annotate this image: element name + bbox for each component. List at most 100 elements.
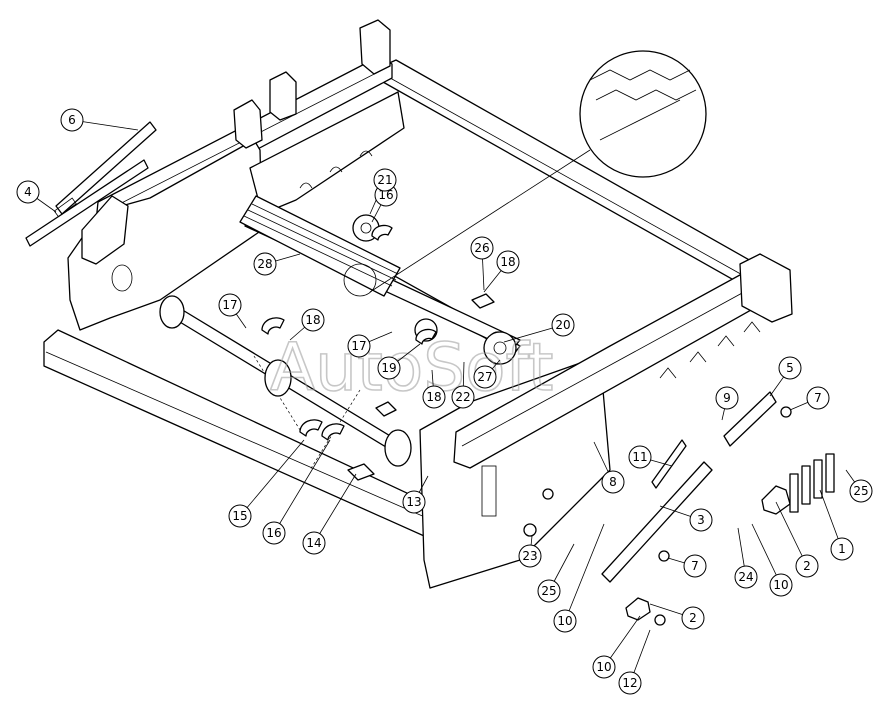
callout-circle bbox=[228, 504, 252, 528]
callout-10: 10 bbox=[769, 573, 793, 597]
callout-number: 17 bbox=[222, 298, 237, 312]
callout-13: 13 bbox=[402, 490, 426, 514]
callout-number: 9 bbox=[723, 391, 731, 405]
callout-number: 21 bbox=[377, 173, 392, 187]
callout-circle bbox=[551, 313, 575, 337]
half-ring-clamps bbox=[261, 224, 495, 481]
callout-10: 10 bbox=[553, 609, 577, 633]
callout-12: 12 bbox=[618, 671, 642, 695]
callout-18: 18 bbox=[301, 308, 325, 332]
callout-8: 8 bbox=[601, 470, 625, 494]
callout-number: 28 bbox=[257, 257, 272, 271]
callout-number: 19 bbox=[381, 361, 396, 375]
callout-circle bbox=[830, 537, 854, 561]
watermark: AutoSoft bbox=[270, 329, 553, 406]
callout-10: 10 bbox=[592, 655, 616, 679]
callout-circle bbox=[618, 671, 642, 695]
callout-circle bbox=[769, 573, 793, 597]
callout-23: 23 bbox=[518, 544, 542, 568]
callout-circle bbox=[347, 334, 371, 358]
callout-number: 1 bbox=[838, 542, 846, 556]
detail-magnifier bbox=[343, 50, 707, 297]
callout-leader bbox=[273, 439, 331, 534]
callout-circle bbox=[683, 554, 707, 578]
callout-circle bbox=[262, 521, 286, 545]
callout-15: 15 bbox=[228, 504, 252, 528]
callout-27: 27 bbox=[473, 365, 497, 389]
callout-number: 18 bbox=[305, 313, 320, 327]
callout-number: 2 bbox=[803, 559, 811, 573]
callout-16: 16 bbox=[262, 521, 286, 545]
callout-7: 7 bbox=[806, 386, 830, 410]
callout-number: 24 bbox=[738, 570, 753, 584]
callout-circle bbox=[806, 386, 830, 410]
frame-assembly bbox=[43, 19, 793, 589]
callout-number: 15 bbox=[232, 509, 247, 523]
callout-number: 7 bbox=[814, 391, 822, 405]
callout-circle bbox=[253, 252, 277, 276]
callout-circle bbox=[715, 386, 739, 410]
callout-circle bbox=[734, 565, 758, 589]
callout-number: 4 bbox=[24, 185, 32, 199]
callout-number: 27 bbox=[477, 370, 492, 384]
callout-circle bbox=[628, 445, 652, 469]
callout-number: 25 bbox=[853, 484, 868, 498]
callout-circle bbox=[681, 606, 705, 630]
side-parts bbox=[523, 391, 835, 626]
callout-9: 9 bbox=[715, 386, 739, 410]
callout-circle bbox=[849, 479, 873, 503]
callout-number: 6 bbox=[68, 113, 76, 127]
callout-11: 11 bbox=[628, 445, 652, 469]
callout-circle bbox=[451, 385, 475, 409]
callout-circle bbox=[373, 168, 397, 192]
callout-2: 2 bbox=[681, 606, 705, 630]
callout-number: 12 bbox=[622, 676, 637, 690]
callout-number: 16 bbox=[266, 526, 281, 540]
callout-leader bbox=[239, 439, 305, 517]
callout-24: 24 bbox=[734, 565, 758, 589]
callout-26: 26 bbox=[470, 236, 494, 260]
callout-leader bbox=[775, 501, 808, 567]
callout-3: 3 bbox=[689, 508, 713, 532]
callout-18: 18 bbox=[422, 385, 446, 409]
callout-17: 17 bbox=[347, 334, 371, 358]
callout-circle bbox=[377, 356, 401, 380]
callout-number: 3 bbox=[697, 513, 705, 527]
callout-20: 20 bbox=[551, 313, 575, 337]
callout-number: 10 bbox=[557, 614, 572, 628]
callout-circle bbox=[795, 554, 819, 578]
callout-circle bbox=[496, 250, 520, 274]
callout-number: 13 bbox=[406, 495, 421, 509]
callout-number: 7 bbox=[691, 559, 699, 573]
callout-number: 18 bbox=[426, 390, 441, 404]
callout-circle bbox=[778, 356, 802, 380]
callout-number: 8 bbox=[609, 475, 617, 489]
callout-19: 19 bbox=[377, 356, 401, 380]
callout-circle bbox=[689, 508, 713, 532]
callout-leader bbox=[564, 523, 605, 622]
callout-number: 25 bbox=[541, 584, 556, 598]
callout-circle bbox=[537, 579, 561, 603]
callout-circle bbox=[473, 365, 497, 389]
callout-circle bbox=[301, 308, 325, 332]
callout-22: 22 bbox=[451, 385, 475, 409]
loose-bars bbox=[25, 121, 157, 247]
callout-4: 4 bbox=[16, 180, 40, 204]
callout-number: 11 bbox=[632, 450, 647, 464]
callout-circle bbox=[16, 180, 40, 204]
callouts: 1223456778910101011121314151616171718181… bbox=[16, 108, 873, 695]
callout-circle bbox=[553, 609, 577, 633]
callout-circle bbox=[402, 490, 426, 514]
callout-circle bbox=[470, 236, 494, 260]
callout-number: 17 bbox=[351, 339, 366, 353]
callout-14: 14 bbox=[302, 531, 326, 555]
callout-number: 10 bbox=[773, 578, 788, 592]
callout-number: 23 bbox=[522, 549, 537, 563]
callout-25: 25 bbox=[849, 479, 873, 503]
callout-leader bbox=[313, 473, 357, 544]
callout-number: 5 bbox=[786, 361, 794, 375]
callout-number: 20 bbox=[555, 318, 570, 332]
callout-circle bbox=[218, 293, 242, 317]
callout-circle bbox=[601, 470, 625, 494]
